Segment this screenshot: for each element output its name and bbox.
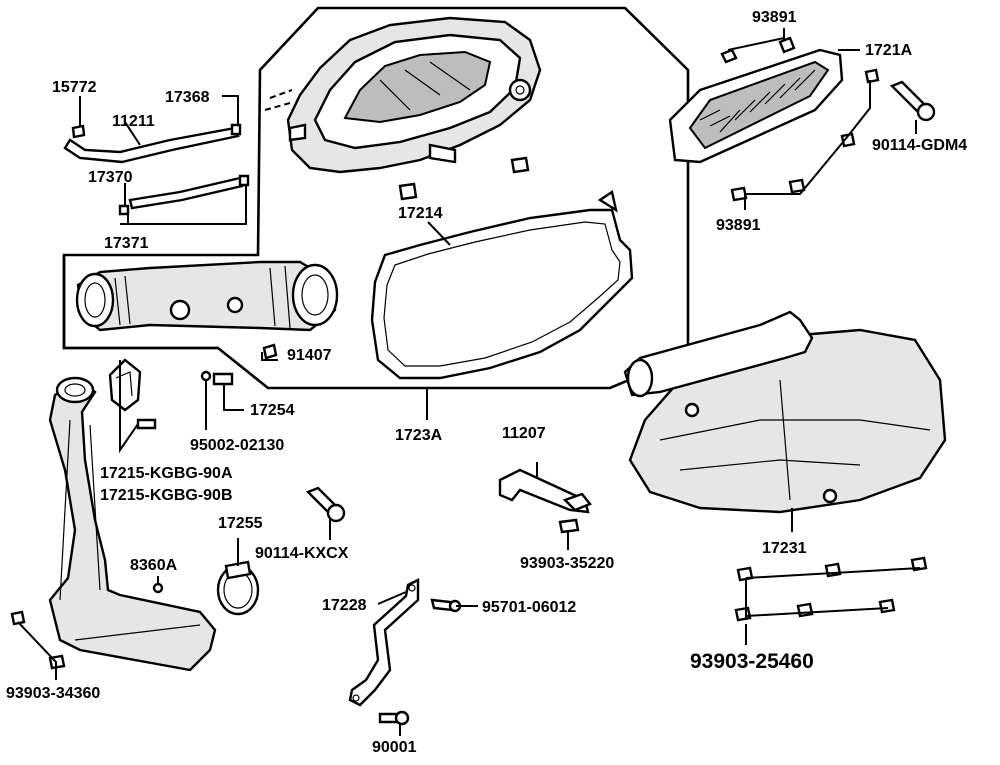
label-17215-KGBG-90B: 17215-KGBG-90B [100, 487, 233, 504]
band-17255 [216, 560, 260, 616]
label-17254: 17254 [250, 402, 295, 419]
case-gasket-17214 [370, 190, 634, 380]
intake-duct-box [62, 255, 218, 350]
bracket-11207 [498, 468, 592, 514]
label-17231: 17231 [762, 540, 807, 557]
label-17228: 17228 [322, 597, 367, 614]
label-91407: 91407 [287, 347, 332, 364]
fasteners [10, 36, 936, 726]
air-inlet-tube [48, 376, 217, 672]
stay-17228 [348, 578, 420, 707]
label-93891-bottom: 93891 [716, 217, 761, 234]
label-1721A: 1721A [865, 42, 913, 59]
leader-lines [17, 28, 921, 736]
label-93903-34360: 93903-34360 [6, 685, 100, 702]
label-11211: 11211 [112, 113, 155, 130]
breather-hose-11211 [63, 126, 240, 164]
label-15772: 15772 [52, 79, 97, 96]
label-95002-02130: 95002-02130 [190, 437, 284, 454]
label-17370: 17370 [88, 169, 133, 186]
label-90114-GDM4: 90114-GDM4 [872, 137, 967, 154]
label-90114-KXCX: 90114-KXCX [255, 545, 349, 562]
label-11207: 11207 [502, 425, 546, 442]
grommets [398, 156, 530, 201]
label-17214: 17214 [398, 205, 443, 222]
air-cleaner-case [264, 16, 542, 174]
label-1723A: 1723A [395, 427, 443, 444]
air-filter-element [668, 48, 844, 164]
label-93903-35220: 93903-35220 [520, 555, 614, 572]
label-17255: 17255 [218, 515, 263, 532]
hose-17370 [128, 176, 244, 210]
label-17371: 17371 [104, 235, 149, 252]
label-95701-06012: 95701-06012 [482, 599, 576, 616]
air-cleaner-case-group-outline [62, 6, 690, 390]
intake-duct [75, 260, 339, 332]
label-17368: 17368 [165, 89, 210, 106]
hose-clamp-17215 [108, 358, 142, 412]
air-cleaner-cover [623, 310, 947, 514]
label-90001: 90001 [372, 739, 417, 756]
label-93891-top: 93891 [752, 9, 797, 26]
label-17215-KGBG-90A: 17215-KGBG-90A [100, 465, 233, 482]
label-93903-25460: 93903-25460 [690, 650, 814, 673]
label-8360A: 8360A [130, 557, 178, 574]
